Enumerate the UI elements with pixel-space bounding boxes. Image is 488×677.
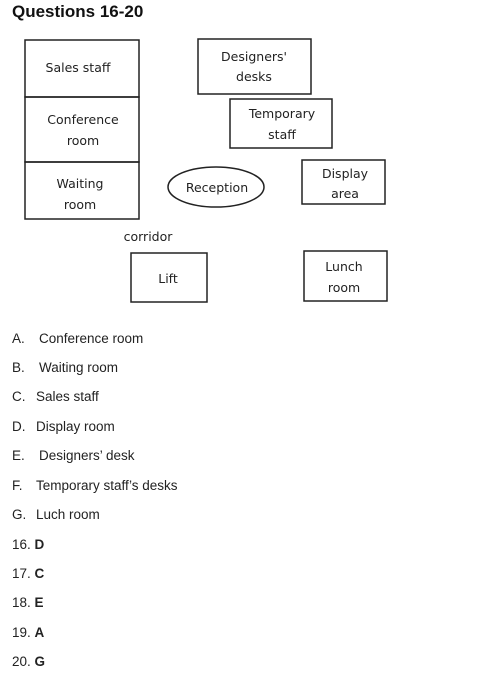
lift-label: Lift xyxy=(158,271,178,286)
display-label-line1: Display xyxy=(322,166,369,181)
option-f: F. Temporary staff’s desks xyxy=(12,478,178,493)
answer-letter: E xyxy=(34,595,44,610)
lunch-label-line2: room xyxy=(328,280,360,295)
option-text: Waiting room xyxy=(39,360,119,375)
answer-18: 18. E xyxy=(12,595,44,610)
option-letter: D. xyxy=(12,419,26,434)
corridor-label: corridor xyxy=(124,229,174,244)
option-text: Luch room xyxy=(36,507,100,522)
option-letter: G. xyxy=(12,507,27,522)
option-text: Sales staff xyxy=(36,389,99,404)
option-c: C. Sales staff xyxy=(12,389,99,404)
option-text: Designers’ desk xyxy=(39,448,135,463)
temporary-staff-box xyxy=(229,98,333,149)
answer-number: 20. xyxy=(12,654,31,669)
answer-number: 18. xyxy=(12,595,31,610)
reception-ellipse xyxy=(167,166,265,208)
option-text: Conference room xyxy=(39,331,144,346)
display-label-line2: area xyxy=(331,186,359,201)
temporary-label-line1: Temporary xyxy=(248,106,316,121)
conference-label-line2: room xyxy=(67,133,99,148)
answer-number: 17. xyxy=(12,566,31,581)
option-d: D. Display room xyxy=(12,419,115,434)
reception-label: Reception xyxy=(186,180,248,195)
waiting-room-box xyxy=(24,161,140,220)
page-title: Questions 16-20 xyxy=(12,2,144,21)
waiting-label-line2: room xyxy=(64,197,96,212)
answer-letter: C xyxy=(34,566,45,581)
answer-16: 16. D xyxy=(12,537,44,552)
answer-20: 20. G xyxy=(12,654,45,669)
answer-17: 17. C xyxy=(12,566,44,581)
option-e: E. Designers’ desk xyxy=(12,448,135,463)
option-b: B. Waiting room xyxy=(12,360,118,375)
answer-number: 19. xyxy=(12,625,31,640)
option-letter: F. xyxy=(12,478,23,493)
designers-desks-box xyxy=(197,38,312,95)
answer-letter: G xyxy=(34,654,46,669)
floor-plan: Sales staff Conference room Waiting room… xyxy=(24,38,388,303)
lunch-label-line1: Lunch xyxy=(325,259,362,274)
option-letter: A. xyxy=(12,331,25,346)
conference-label-line1: Conference xyxy=(47,112,119,127)
option-letter: B. xyxy=(12,360,25,375)
designers-label-line1: Designers' xyxy=(221,49,287,64)
option-a: A. Conference room xyxy=(12,331,143,346)
display-area-box xyxy=(301,159,386,205)
option-g: G. Luch room xyxy=(12,507,100,522)
answer-number: 16. xyxy=(12,537,31,552)
conference-room-box xyxy=(24,96,140,163)
option-letter: C. xyxy=(12,389,26,404)
answer-19: 19. A xyxy=(12,625,44,640)
designers-label-line2: desks xyxy=(236,69,272,84)
answer-letter: D xyxy=(34,537,45,552)
sales-staff-label: Sales staff xyxy=(46,60,111,75)
lunch-room-box xyxy=(303,250,388,302)
answer-letter: A xyxy=(34,625,45,640)
option-letter: E. xyxy=(12,448,25,463)
option-text: Display room xyxy=(36,419,115,434)
waiting-label-line1: Waiting xyxy=(57,176,104,191)
temporary-label-line2: staff xyxy=(268,127,296,142)
lift-box xyxy=(130,252,208,303)
option-text: Temporary staff’s desks xyxy=(36,478,178,493)
